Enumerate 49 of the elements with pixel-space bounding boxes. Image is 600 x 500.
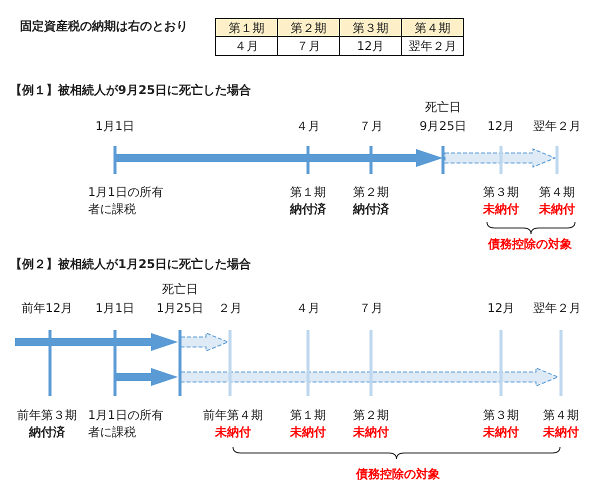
date-label: 翌年２月 [533,300,581,317]
table-cell: ４月 [215,36,278,56]
example-heading: 【例２】被相続人が1月25日に死亡した場合 [10,256,252,273]
period-label: 第２期 [353,184,389,201]
date-label: 1月1日 [95,300,135,317]
status-label: 未納付 [483,201,519,218]
status-label: 未納付 [539,201,575,218]
date-label: ４月 [296,300,320,317]
date-label: 前年12月 [21,300,73,317]
period-label: 第１期 [290,407,326,424]
status-label: 未納付 [290,424,326,441]
table-header-cell: 第４期 [401,18,464,37]
table-cell: 翌年２月 [401,36,464,56]
heading: 固定資産税の納期は右のとおり [20,18,188,35]
date-label: ７月 [359,300,383,317]
status-label: 納付済 [290,201,326,218]
period-label: 第４期 [539,184,575,201]
date-label: ４月 [296,118,320,135]
note-label: 1月1日の所有者に課税 [88,184,164,218]
status-label: 未納付 [543,424,579,441]
date-label: 12月 [487,300,515,317]
period-label: 前年第４期 [203,407,263,424]
period-label: 第３期 [483,184,519,201]
status-label: 未納付 [353,424,389,441]
period-label: 第３期 [483,407,519,424]
note-label: 債務控除の対象 [488,236,572,253]
date-label: 9月25日 [420,118,466,135]
note-label: 債務控除の対象 [356,466,440,483]
example-heading: 【例１】被相続人が9月25日に死亡した場合 [10,82,252,99]
status-label: 未納付 [483,424,519,441]
date-label: 死亡日 [162,281,198,298]
period-label: 第４期 [543,407,579,424]
table-header-cell: 第３期 [339,18,402,37]
period-label: 第１期 [290,184,326,201]
date-label: 死亡日 [425,99,461,116]
note-label: 1月1日の所有者に課税 [88,407,164,441]
date-label: ７月 [359,118,383,135]
date-label: ２月 [218,300,242,317]
period-label: 前年第３期 [17,407,77,424]
status-label: 納付済 [29,424,65,441]
date-label: 1月1日 [95,118,135,135]
status-label: 未納付 [215,424,251,441]
date-label: 翌年２月 [533,118,581,135]
date-label: 1月25日 [156,300,204,317]
table-header-cell: 第１期 [215,18,278,37]
period-label: 第２期 [353,407,389,424]
status-label: 納付済 [353,201,389,218]
table-header-cell: 第２期 [277,18,340,37]
date-label: 12月 [487,118,515,135]
